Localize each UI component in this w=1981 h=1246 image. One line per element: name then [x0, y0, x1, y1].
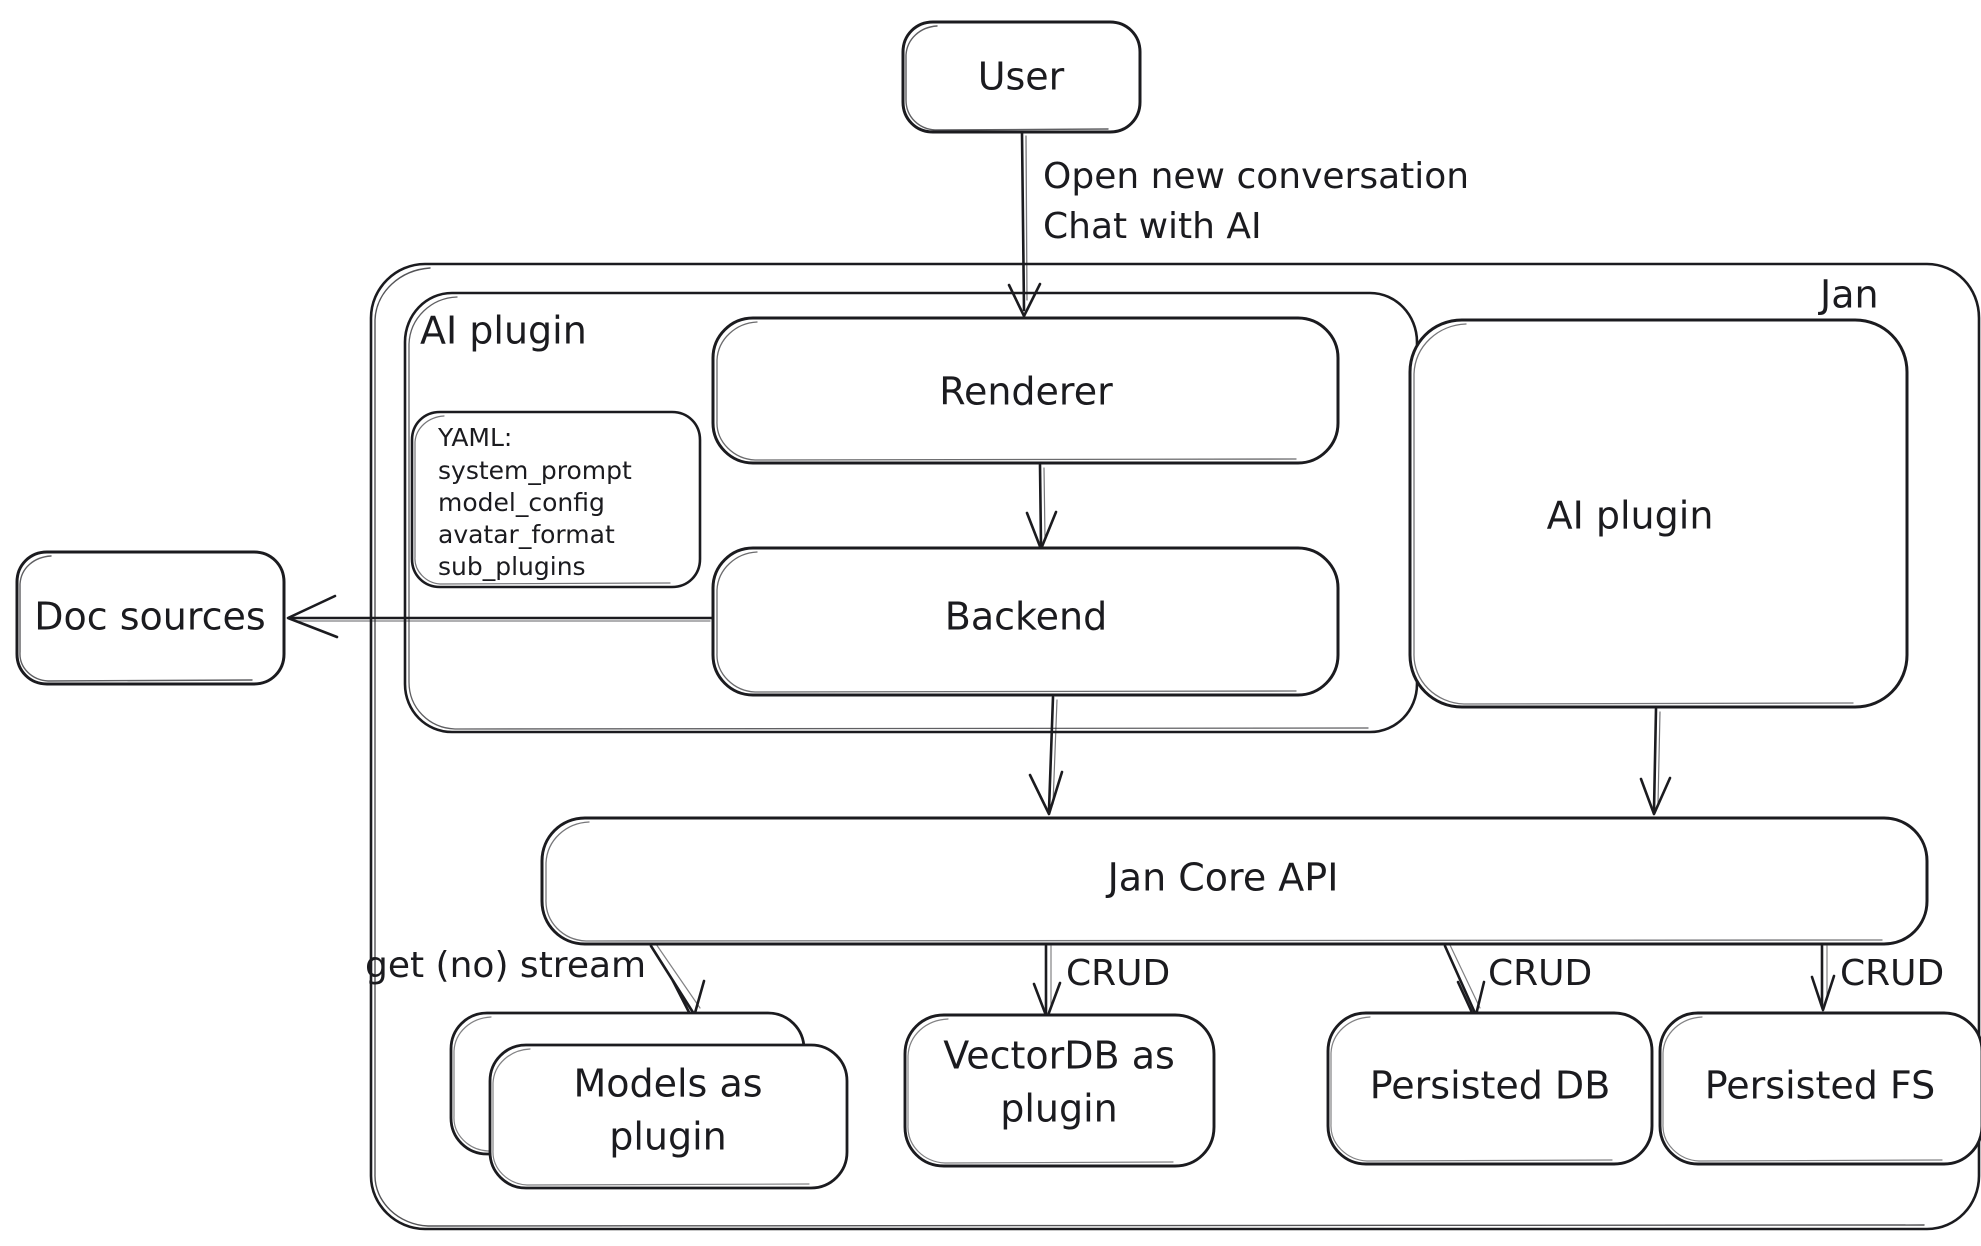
- node-persisted-db-label: Persisted DB: [1370, 1064, 1611, 1108]
- yaml-card[interactable]: YAML: system_prompt model_config avatar_…: [410, 410, 702, 589]
- node-backend-label: Backend: [945, 595, 1107, 639]
- edge-core-to-persisted-db: CRUD: [1443, 944, 1592, 1021]
- edge-aiplugin-to-core: [1639, 707, 1672, 816]
- edge-backend-to-core: [1028, 695, 1064, 816]
- node-models-as-plugin-label-line1: Models as: [573, 1062, 762, 1106]
- node-vectordb-as-plugin[interactable]: VectorDB as plugin: [903, 1013, 1216, 1168]
- yaml-card-key-model-config: model_config: [438, 488, 605, 517]
- edge-core-to-models-label: get (no) stream: [365, 945, 646, 986]
- node-ai-plugin[interactable]: AI plugin: [1408, 318, 1909, 709]
- container-jan-label: Jan: [1818, 273, 1879, 317]
- node-renderer-label: Renderer: [939, 370, 1113, 414]
- node-ai-plugin-label: AI plugin: [1547, 494, 1714, 538]
- node-jan-core-api-label: Jan Core API: [1106, 856, 1339, 900]
- node-doc-sources-label: Doc sources: [34, 595, 265, 639]
- edge-core-to-persisted-db-label: CRUD: [1488, 953, 1592, 994]
- node-user[interactable]: User: [901, 20, 1142, 134]
- node-doc-sources[interactable]: Doc sources: [15, 550, 286, 686]
- edge-core-to-vectordb: CRUD: [1032, 944, 1170, 1020]
- node-models-as-plugin-label-line2: plugin: [609, 1115, 727, 1159]
- node-renderer[interactable]: Renderer: [711, 316, 1340, 465]
- node-persisted-fs-label: Persisted FS: [1705, 1064, 1936, 1108]
- container-ai-plugin-group-label: AI plugin: [420, 309, 587, 353]
- edge-core-to-persisted-fs-label: CRUD: [1840, 953, 1944, 994]
- yaml-card-key-system-prompt: system_prompt: [438, 456, 632, 485]
- edge-user-to-renderer: Open new conversation Chat with AI: [1007, 131, 1469, 318]
- edge-user-to-renderer-label-line2: Chat with AI: [1043, 206, 1262, 247]
- node-models-as-plugin[interactable]: Models as plugin: [449, 1011, 849, 1190]
- node-persisted-fs[interactable]: Persisted FS: [1658, 1011, 1981, 1166]
- yaml-card-key-avatar-format: avatar_format: [438, 520, 615, 549]
- node-vectordb-as-plugin-label-line1: VectorDB as: [943, 1034, 1175, 1078]
- node-jan-core-api[interactable]: Jan Core API: [540, 816, 1929, 946]
- edge-backend-to-doc-sources: [286, 594, 715, 639]
- edge-core-to-vectordb-label: CRUD: [1066, 953, 1170, 994]
- node-backend[interactable]: Backend: [711, 546, 1340, 697]
- edge-core-to-models: get (no) stream: [365, 943, 706, 1022]
- edge-user-to-renderer-label-line1: Open new conversation: [1043, 156, 1469, 197]
- node-vectordb-as-plugin-label-line2: plugin: [1000, 1087, 1118, 1131]
- node-persisted-db[interactable]: Persisted DB: [1326, 1011, 1654, 1166]
- yaml-card-key-sub-plugins: sub_plugins: [438, 552, 586, 581]
- node-user-label: User: [978, 55, 1065, 99]
- yaml-card-title: YAML:: [437, 423, 512, 452]
- edge-core-to-persisted-fs: CRUD: [1810, 944, 1944, 1012]
